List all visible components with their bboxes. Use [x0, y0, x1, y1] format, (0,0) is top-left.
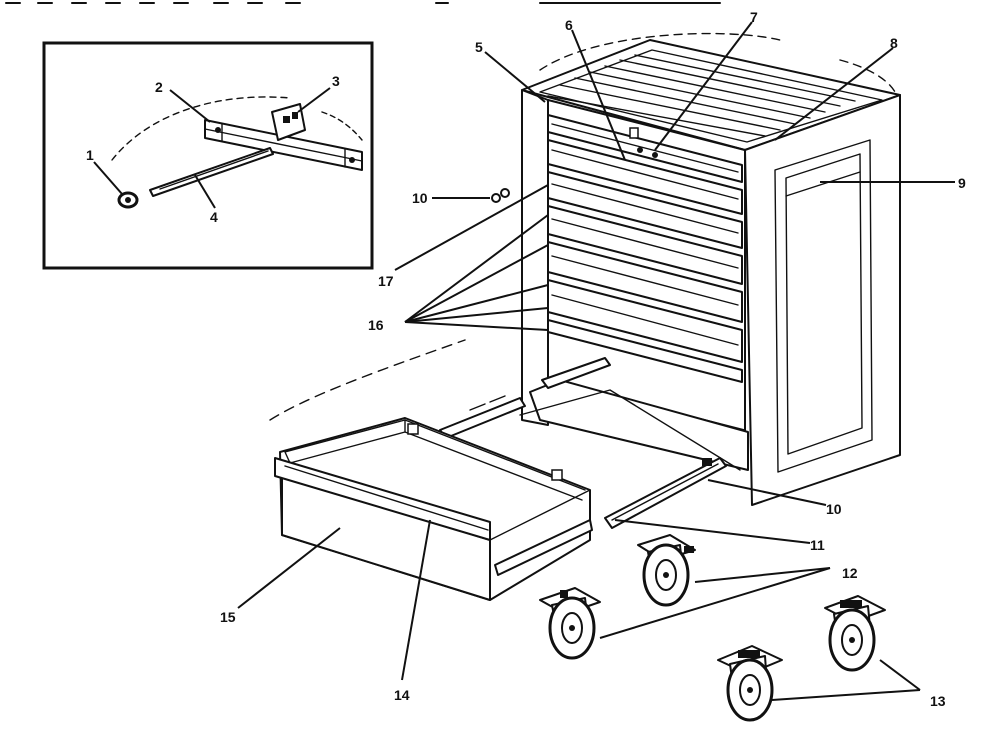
- loose-slide-rail: [604, 457, 727, 529]
- callout-7: 7: [750, 9, 758, 25]
- callout-10-lower: 10: [826, 501, 842, 517]
- callout-1: 1: [86, 147, 94, 163]
- caster-rigid-right: [824, 595, 886, 672]
- callout-11: 11: [810, 537, 825, 553]
- callout-2: 2: [155, 79, 163, 95]
- callout-8: 8: [890, 35, 898, 51]
- cabinet-front-frame: [521, 89, 749, 471]
- cabinet-lock: [629, 127, 658, 158]
- callout-3: 3: [332, 73, 340, 89]
- callout-6: 6: [565, 17, 573, 33]
- callout-4: 4: [210, 209, 218, 225]
- inset-rail-part: [204, 119, 363, 171]
- callout-14: 14: [394, 687, 410, 703]
- callout-12: 12: [842, 565, 858, 581]
- inset-bracket-part: [271, 103, 306, 141]
- caster-swivel-right: [637, 534, 696, 607]
- callout-16: 16: [368, 317, 384, 333]
- callout-13: 13: [930, 693, 946, 709]
- callout-15: 15: [220, 609, 236, 625]
- inset-nut-part: [117, 191, 139, 209]
- cabinet-side-panel: [744, 94, 901, 506]
- small-fastener-part: [491, 188, 510, 203]
- cabinet-drawer-stack: [547, 114, 743, 383]
- callout-17: 17: [378, 273, 394, 289]
- caster-swivel-left: [539, 587, 601, 660]
- callout-numbers: 1 2 3 4 5 6 7 8 9 10 17 16 10 11 12 13 1…: [86, 9, 966, 709]
- caster-rigid-left: [717, 645, 783, 722]
- inset-detail-box: [42, 41, 374, 270]
- callout-5: 5: [475, 39, 483, 55]
- callout-9: 9: [958, 175, 966, 191]
- tool-chest-cabinet: [439, 32, 901, 506]
- callout-10-upper: 10: [412, 190, 428, 206]
- loose-drawer: [269, 339, 593, 601]
- inset-rod-part: [149, 147, 274, 197]
- cabinet-drawer-slides: [439, 357, 741, 471]
- leader-lines: [93, 21, 955, 701]
